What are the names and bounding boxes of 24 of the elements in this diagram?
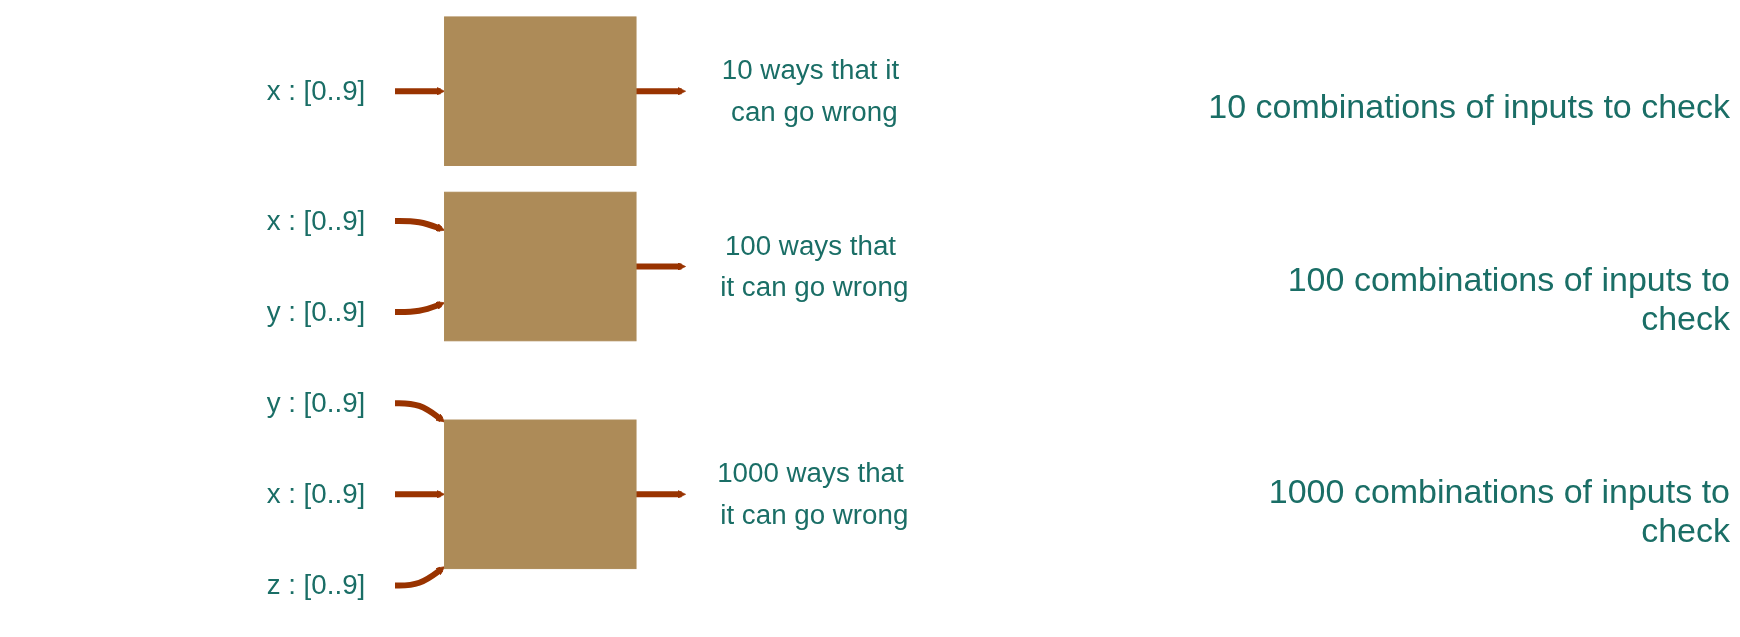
node-text: x : [0..9] (266, 74, 366, 106)
arrow (395, 399, 445, 422)
node-box (444, 191, 637, 341)
arrow (395, 300, 445, 315)
node-text: y : [0..9] (266, 386, 366, 418)
node-text: y : [0..9] (266, 295, 366, 327)
arrow (395, 489, 445, 499)
node-text: x : [0..9] (266, 477, 366, 509)
arrow (636, 489, 686, 499)
arrow (636, 261, 686, 271)
note-text: 10 combinations of inputs to check (1207, 87, 1730, 126)
node-box (444, 419, 637, 569)
arrow (395, 565, 445, 588)
node-text: x : [0..9] (266, 204, 366, 236)
arrow (395, 86, 445, 96)
note-text: 1000 combinations of inputs to check (1267, 472, 1730, 550)
note-text: 100 combinations of inputs to check (1286, 260, 1730, 338)
node-text: 100 ways that it can go wrong (720, 229, 909, 302)
arrow (395, 217, 445, 232)
node-text: z : [0..9] (266, 569, 366, 600)
node-box (444, 15, 637, 166)
node-text: 1000 ways that it can go wrong (717, 457, 909, 530)
arrow (636, 86, 686, 96)
node-text: 10 ways that it can go wrong (721, 54, 900, 127)
